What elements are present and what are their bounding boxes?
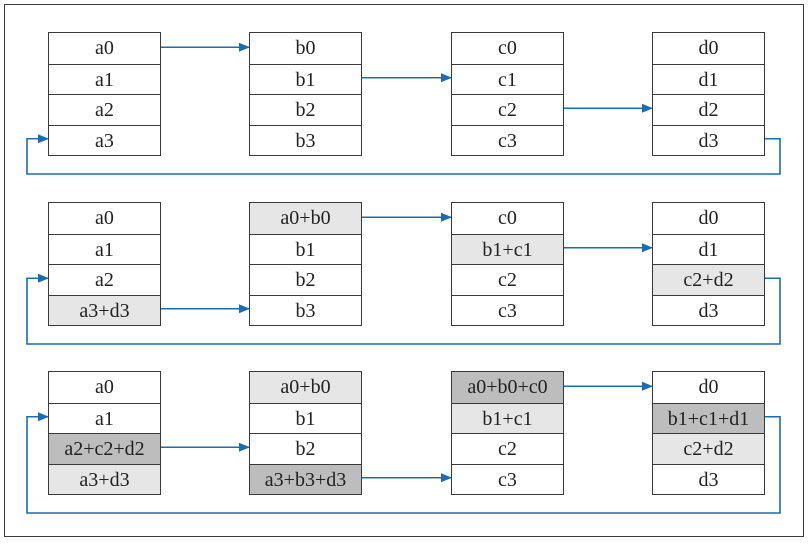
cell-a1: a1 bbox=[49, 63, 160, 95]
cell-c2: c2 bbox=[452, 94, 563, 125]
cell-d2: c2+d2 bbox=[653, 264, 764, 295]
cell-b1: b1 bbox=[250, 402, 361, 434]
cell-d2: d2 bbox=[653, 94, 764, 125]
cell-d3: d3 bbox=[653, 463, 764, 495]
cell-c0: c0 bbox=[498, 37, 517, 59]
cell-b2: b2 bbox=[250, 264, 361, 295]
cell-b3: b3 bbox=[250, 124, 361, 156]
cell-d2: c2+d2 bbox=[653, 433, 764, 464]
arrow-r3-wrap bbox=[26, 412, 781, 514]
cell-d3: d3 bbox=[653, 294, 764, 326]
cell-b0: a0+b0 bbox=[250, 372, 361, 403]
cell-d0: d0 bbox=[698, 37, 719, 59]
cell-d0: d0 bbox=[698, 207, 719, 229]
cell-b3: b3 bbox=[250, 294, 361, 326]
cell-b1: b1 bbox=[250, 233, 361, 265]
cell-d1: d1 bbox=[653, 63, 764, 95]
cell-c2: c2 bbox=[452, 433, 563, 464]
cell-c2: c2 bbox=[452, 264, 563, 295]
arrow-r2-wrap bbox=[26, 273, 781, 345]
cell-a3: a3+d3 bbox=[49, 294, 160, 325]
cell-b0: b0 bbox=[295, 37, 316, 59]
cell-b3: a3+b3+d3 bbox=[250, 463, 361, 494]
cell-a2: a2 bbox=[49, 264, 160, 295]
cell-a3: a3 bbox=[49, 124, 160, 156]
cell-a0: a0 bbox=[95, 376, 114, 398]
cell-a0: a0 bbox=[95, 207, 114, 229]
cell-d1: b1+c1+d1 bbox=[653, 402, 764, 433]
cell-a2: a2+c2+d2 bbox=[49, 433, 160, 464]
cell-d0: d0 bbox=[698, 376, 719, 398]
cell-c3: c3 bbox=[452, 124, 563, 156]
cell-b2: b2 bbox=[250, 433, 361, 464]
cell-c3: c3 bbox=[452, 294, 563, 326]
cell-a1: a1 bbox=[49, 233, 160, 265]
cell-c1: b1+c1 bbox=[452, 233, 563, 264]
cell-b0: a0+b0 bbox=[250, 203, 361, 234]
cell-a2: a2 bbox=[49, 94, 160, 125]
cell-c0: c0 bbox=[498, 207, 517, 229]
cell-a3: a3+d3 bbox=[49, 463, 160, 494]
cell-c1: b1+c1 bbox=[452, 402, 563, 433]
cell-d3: d3 bbox=[653, 124, 764, 156]
cell-c3: c3 bbox=[452, 463, 563, 495]
cell-d1: d1 bbox=[653, 233, 764, 265]
arrow-r1-wrap bbox=[26, 134, 781, 175]
cell-b1: b1 bbox=[250, 63, 361, 95]
cell-b2: b2 bbox=[250, 94, 361, 125]
cell-c1: c1 bbox=[452, 63, 563, 95]
cell-c0: a0+b0+c0 bbox=[452, 372, 563, 403]
cell-a1: a1 bbox=[49, 402, 160, 434]
cell-a0: a0 bbox=[95, 37, 114, 59]
